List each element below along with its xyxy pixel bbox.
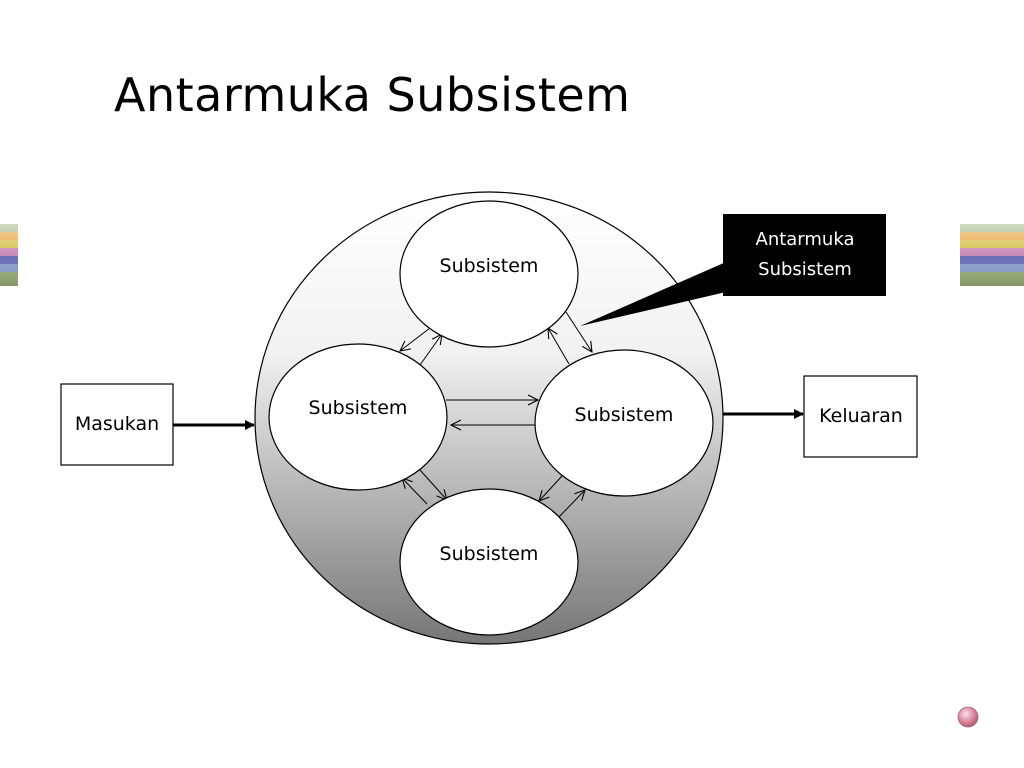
slide-nav-button[interactable]: [957, 706, 979, 728]
subsystem-left: [268, 343, 448, 491]
output-box: [803, 375, 918, 458]
callout-line-1: Antarmuka: [756, 229, 855, 250]
callout-box: [723, 214, 886, 296]
arrow-left-to-top: [419, 334, 442, 366]
callout-pointer: [580, 262, 726, 326]
arrow-top-to-right: [565, 311, 592, 352]
subsystem-top: [399, 200, 579, 348]
subsystem-right: [534, 349, 714, 497]
subsystem-bottom: [399, 488, 579, 636]
subsystem-left-label: Subsistem: [309, 397, 408, 419]
system-boundary-circle: [254, 191, 724, 645]
arrow-bottom-to-right: [557, 490, 585, 519]
input-label: Masukan: [75, 413, 159, 435]
output-label: Keluaran: [819, 405, 903, 427]
left-decorative-stripes: [0, 224, 18, 286]
callout-line-2: Subsistem: [758, 259, 852, 280]
subsystem-right-label: Subsistem: [575, 404, 674, 426]
right-decorative-stripes: [960, 224, 1024, 286]
arrow-right-to-top: [548, 328, 570, 365]
input-box: [60, 383, 174, 466]
arrow-left-to-bottom: [419, 469, 447, 500]
subsystem-bottom-label: Subsistem: [440, 543, 539, 565]
interface-arrows: [400, 311, 592, 519]
slide-title: Antarmuka Subsistem: [114, 68, 631, 122]
arrow-top-to-left: [400, 327, 431, 351]
arrow-bottom-to-left: [402, 478, 428, 505]
arrow-right-to-bottom: [539, 475, 563, 501]
subsystem-top-label: Subsistem: [440, 255, 539, 277]
interface-callout: Antarmuka Subsistem: [580, 214, 886, 326]
